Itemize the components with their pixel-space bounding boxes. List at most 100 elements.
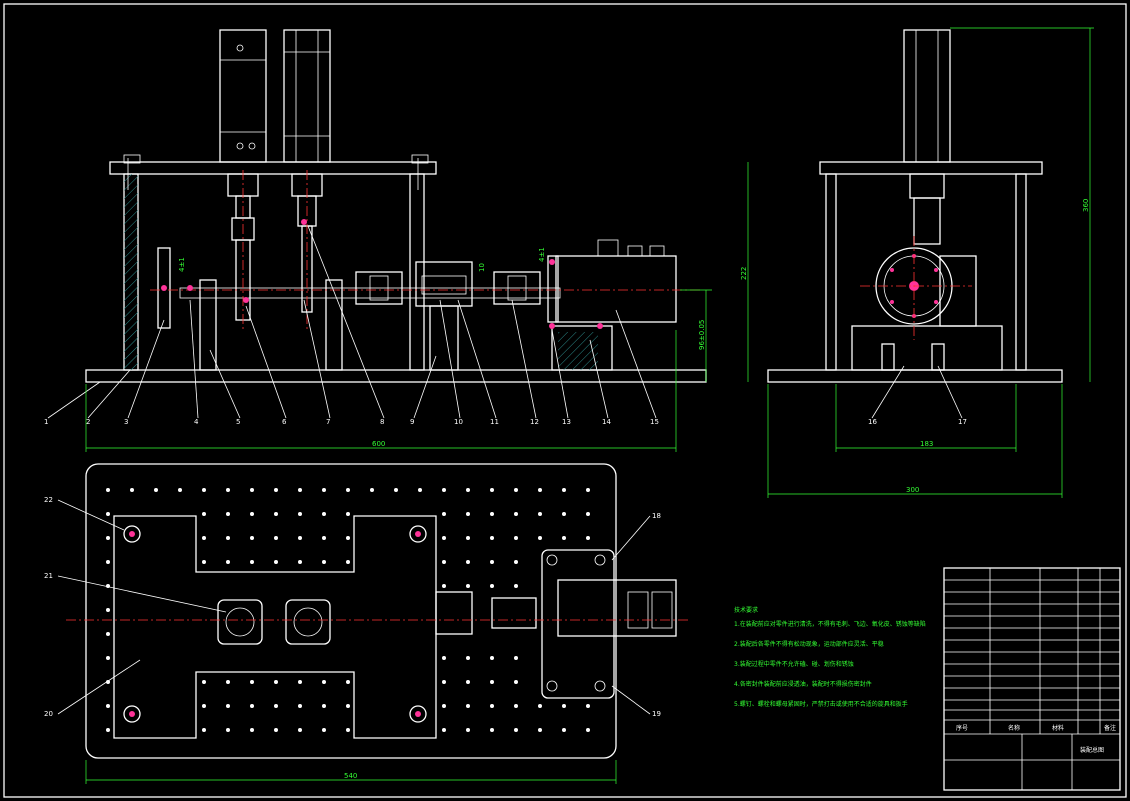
mounting-hole	[490, 728, 494, 732]
mounting-hole	[298, 560, 302, 564]
top-view: 22 21 20 18 19 540	[44, 463, 690, 784]
mounting-hole	[346, 560, 350, 564]
tb-col-remark: 备注	[1104, 724, 1116, 732]
mounting-hole	[226, 512, 230, 516]
mounting-hole	[562, 728, 566, 732]
mounting-hole	[202, 512, 206, 516]
mounting-hole	[106, 632, 110, 636]
mounting-hole	[562, 536, 566, 540]
mounting-hole	[322, 560, 326, 564]
dim-d2: 10	[478, 263, 486, 272]
mounting-hole	[346, 728, 350, 732]
notes-title: 技术要求	[734, 606, 758, 614]
mounting-hole	[346, 680, 350, 684]
mounting-hole	[514, 680, 518, 684]
part-label-6: 6	[282, 418, 287, 426]
mounting-hole	[538, 488, 542, 492]
mounting-holes-grid	[106, 488, 590, 732]
mounting-hole	[514, 560, 518, 564]
mounting-hole	[298, 704, 302, 708]
mounting-hole	[274, 536, 278, 540]
mounting-hole	[202, 536, 206, 540]
mounting-hole	[250, 680, 254, 684]
mounting-hole	[226, 488, 230, 492]
part-label-16: 16	[868, 418, 877, 426]
technical-notes: 技术要求 1.在装配前应对零件进行清洗，不得有毛刺、飞边、氧化皮、锈蚀等缺陷 2…	[734, 606, 926, 708]
title-block: 序号 名称 材料 备注 装配总图	[943, 567, 1121, 791]
mounting-hole	[274, 488, 278, 492]
mounting-hole	[298, 488, 302, 492]
mounting-hole	[106, 704, 110, 708]
mounting-hole	[250, 704, 254, 708]
mounting-hole	[562, 512, 566, 516]
mounting-hole	[322, 512, 326, 516]
mounting-hole	[130, 488, 134, 492]
mounting-hole	[298, 728, 302, 732]
mounting-hole	[586, 728, 590, 732]
mounting-hole	[346, 512, 350, 516]
dim-height-tol: 96±0.05	[698, 320, 706, 350]
mounting-hole	[586, 512, 590, 516]
mounting-hole	[274, 512, 278, 516]
dim-d3: 4±1	[538, 247, 546, 262]
mounting-hole	[298, 512, 302, 516]
mounting-hole	[274, 560, 278, 564]
mounting-hole	[442, 488, 446, 492]
mounting-hole	[466, 704, 470, 708]
part-label-3: 3	[124, 418, 128, 426]
mounting-hole	[298, 680, 302, 684]
tb-col-material: 材料	[1052, 724, 1064, 732]
mounting-hole	[490, 656, 494, 660]
part-label-18: 18	[652, 512, 661, 520]
part-label-9: 9	[410, 418, 414, 426]
mounting-hole	[514, 704, 518, 708]
mounting-hole	[490, 704, 494, 708]
mounting-hole	[274, 704, 278, 708]
notes-line-1: 1.在装配前应对零件进行清洗，不得有毛刺、飞边、氧化皮、锈蚀等缺陷	[734, 620, 926, 628]
mounting-hole	[466, 512, 470, 516]
mounting-hole	[346, 488, 350, 492]
mounting-hole	[202, 728, 206, 732]
mounting-hole	[514, 512, 518, 516]
mounting-hole	[154, 488, 158, 492]
mounting-hole	[106, 680, 110, 684]
dim-overall-width: 600	[372, 440, 385, 448]
mounting-hole	[106, 728, 110, 732]
mounting-hole	[514, 536, 518, 540]
mounting-hole	[202, 704, 206, 708]
mounting-hole	[466, 728, 470, 732]
mounting-hole	[322, 536, 326, 540]
mounting-hole	[538, 704, 542, 708]
side-view: 16 17 222 360 183 300	[740, 27, 1094, 498]
dim-top-overall-width: 540	[344, 772, 357, 780]
mounting-hole	[322, 488, 326, 492]
mounting-hole	[250, 512, 254, 516]
mounting-hole	[250, 536, 254, 540]
mounting-hole	[106, 656, 110, 660]
mounting-hole	[490, 512, 494, 516]
mounting-hole	[538, 536, 542, 540]
mounting-hole	[346, 704, 350, 708]
dim-side-height-left: 222	[740, 267, 748, 280]
mounting-hole	[562, 704, 566, 708]
mounting-hole	[418, 488, 422, 492]
mounting-hole	[106, 608, 110, 612]
mounting-hole	[322, 680, 326, 684]
mounting-hole	[226, 728, 230, 732]
part-label-8: 8	[380, 418, 384, 426]
notes-line-4: 4.各密封件装配前应浸透油，装配时不得损伤密封件	[734, 680, 872, 688]
mounting-hole	[466, 560, 470, 564]
mounting-hole	[586, 704, 590, 708]
mounting-hole	[274, 728, 278, 732]
notes-line-3: 3.装配过程中零件不允许磕、碰、划伤和锈蚀	[734, 660, 854, 668]
mounting-hole	[538, 512, 542, 516]
drawing-frame	[3, 3, 1127, 798]
notes-line-5: 5.螺钉、螺栓和螺母紧固时，严禁打击或使用不合适的旋具和扳手	[734, 700, 908, 708]
notes-line-2: 2.装配后各零件不得有松动现象，运动部件应灵活、平稳	[734, 640, 884, 648]
mounting-hole	[106, 560, 110, 564]
mounting-hole	[226, 560, 230, 564]
dim-side-outer-width: 300	[906, 486, 919, 494]
mounting-hole	[250, 488, 254, 492]
part-label-13: 13	[562, 418, 571, 426]
